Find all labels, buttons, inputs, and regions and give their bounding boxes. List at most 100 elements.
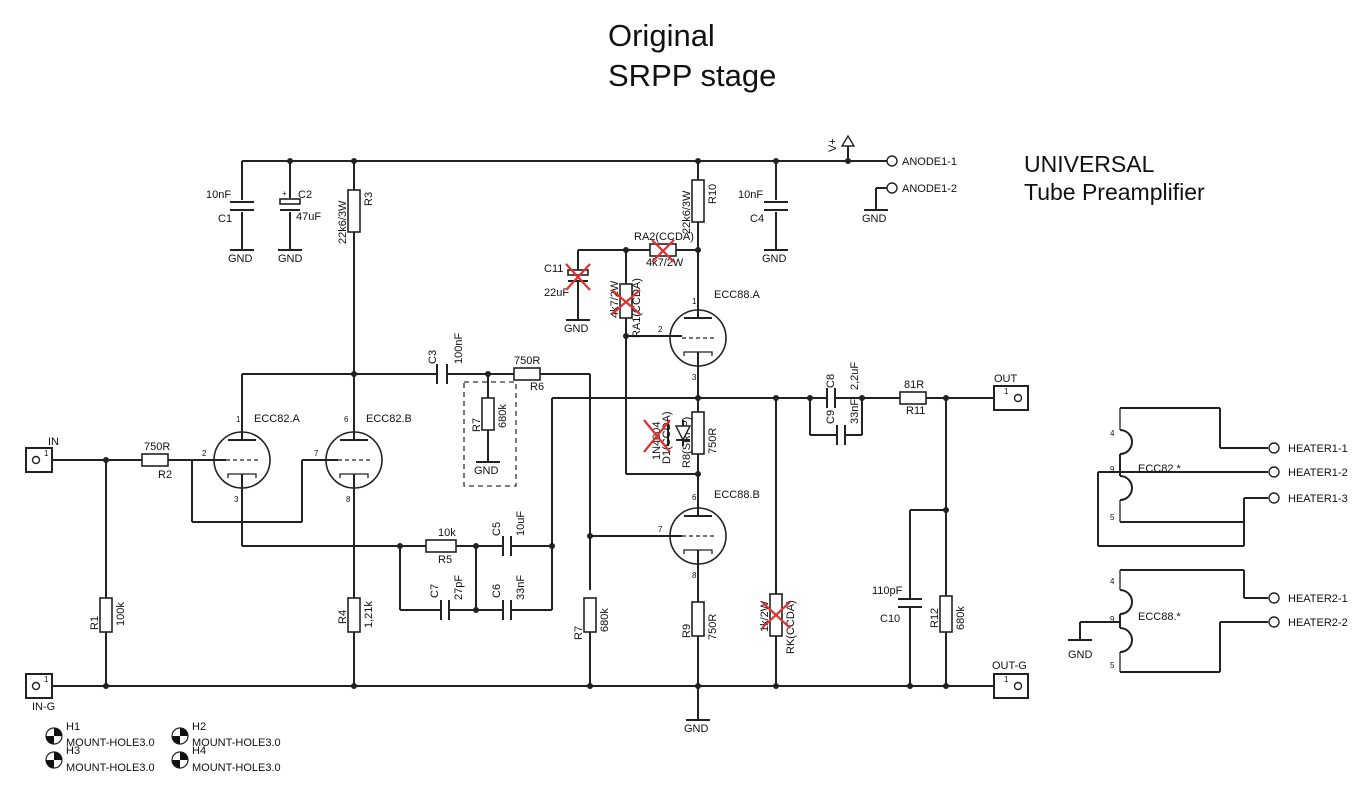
svg-text:RA2(CCDA): RA2(CCDA): [634, 231, 694, 243]
svg-text:R10: R10: [707, 184, 719, 204]
svg-text:1: 1: [692, 297, 697, 306]
svg-text:81R: 81R: [904, 379, 924, 391]
svg-text:C3: C3: [427, 350, 439, 364]
svg-text:9: 9: [1110, 615, 1115, 624]
svg-text:5: 5: [1110, 513, 1115, 522]
svg-text:ECC82.*: ECC82.*: [1138, 463, 1182, 475]
svg-text:R12: R12: [929, 608, 941, 628]
svg-text:C10: C10: [880, 613, 900, 625]
svg-text:C4: C4: [750, 213, 764, 225]
junctions: [103, 158, 949, 689]
svg-text:IN-G: IN-G: [32, 701, 55, 713]
capacitor-c5: C5 10uF: [491, 511, 527, 556]
svg-text:8: 8: [346, 495, 351, 504]
svg-text:3: 3: [692, 373, 697, 382]
svg-text:ECC88.A: ECC88.A: [714, 289, 761, 301]
svg-text:6: 6: [344, 415, 349, 424]
svg-text:4: 4: [1110, 577, 1115, 586]
svg-text:RK(CCDA): RK(CCDA): [785, 600, 797, 654]
svg-text:MOUNT-HOLE3.0: MOUNT-HOLE3.0: [66, 737, 155, 749]
gnd-c1-label: GND: [228, 253, 253, 265]
mount-hole-h1: H1 MOUNT-HOLE3.0: [45, 721, 155, 749]
terminal-in: 1 IN: [25, 436, 59, 473]
resistor-r3: 22k6/3W R3: [337, 189, 375, 244]
resistor-ra1: 4k7/2W RA1(CCDA): [609, 278, 643, 338]
resistor-r5: 10k R5: [425, 527, 457, 566]
resistor-r7: R7 680k: [573, 597, 611, 640]
resistor-rk: 1k/2W RK(CCDA): [759, 593, 797, 654]
svg-text:R6: R6: [530, 381, 544, 393]
svg-text:9: 9: [1110, 465, 1115, 474]
mount-hole-h4: H4 MOUNT-HOLE3.0: [171, 745, 281, 774]
svg-text:7: 7: [658, 525, 663, 534]
svg-text:750R: 750R: [514, 355, 540, 367]
svg-text:680k: 680k: [599, 608, 611, 632]
svg-text:C7: C7: [429, 584, 441, 598]
svg-text:ANODE1-1: ANODE1-1: [902, 156, 957, 168]
svg-text:H2: H2: [192, 721, 206, 733]
svg-text:C5: C5: [491, 522, 503, 536]
svg-text:ECC88.*: ECC88.*: [1138, 611, 1182, 623]
svg-text:ECC82.B: ECC82.B: [366, 413, 412, 425]
tube-ecc88b: 6 7 8 ECC88.B: [658, 489, 760, 580]
svg-text:OUT-G: OUT-G: [992, 660, 1027, 672]
gnd-anode-label: GND: [862, 213, 887, 225]
svg-text:1: 1: [1004, 675, 1009, 684]
svg-text:1: 1: [44, 675, 49, 684]
pad-heater2-1: HEATER2-1: [1268, 592, 1348, 605]
resistor-r9: R9 750R: [681, 601, 719, 640]
svg-text:R7: R7: [573, 626, 585, 640]
svg-text:1,21k: 1,21k: [363, 601, 375, 628]
subtitle-line1: UNIVERSAL: [1024, 151, 1155, 177]
svg-text:110pF: 110pF: [872, 585, 903, 597]
gnd-symbols: [230, 209, 1092, 721]
svg-text:H4: H4: [192, 745, 206, 757]
svg-text:680k: 680k: [497, 404, 509, 428]
svg-text:10nF: 10nF: [738, 189, 763, 201]
wires: [52, 140, 1268, 720]
svg-text:33nF: 33nF: [849, 399, 861, 424]
svg-text:H3: H3: [66, 745, 80, 757]
gnd-c4-label: GND: [762, 253, 787, 265]
svg-text:C2: C2: [298, 189, 312, 201]
svg-text:IN: IN: [48, 436, 59, 448]
resistor-ra2: RA2(CCDA) 4k7/2W: [634, 231, 694, 269]
svg-text:7: 7: [314, 449, 319, 458]
svg-text:2,2uF: 2,2uF: [849, 362, 861, 390]
svg-text:R11: R11: [906, 405, 925, 417]
tube-ecc82a: 1 2 3 ECC82.A: [202, 413, 301, 504]
mount-hole-h3: H3 MOUNT-HOLE3.0: [45, 745, 155, 774]
svg-text:100k: 100k: [115, 602, 127, 626]
svg-text:27pF: 27pF: [453, 575, 465, 600]
gnd-c2-label: GND: [278, 253, 303, 265]
svg-text:10uF: 10uF: [515, 511, 527, 536]
svg-text:750R: 750R: [707, 428, 719, 454]
svg-text:RA1(CCDA): RA1(CCDA): [631, 278, 643, 338]
gnd-main-label: GND: [684, 723, 709, 735]
resistor-r4: R4 1,21k: [337, 597, 375, 633]
capacitor-c6: C6 33nF: [491, 575, 527, 620]
svg-text:R7: R7: [471, 418, 483, 432]
pad-heater1-3: HEATER1-3: [1268, 492, 1348, 505]
svg-text:8: 8: [692, 571, 697, 580]
capacitor-c9: C9 33nF: [825, 399, 861, 445]
svg-text:750R: 750R: [707, 614, 719, 640]
svg-text:ANODE1-2: ANODE1-2: [902, 183, 957, 195]
capacitor-c11: C11 22uF: [544, 263, 591, 299]
mount-hole-h2: H2 MOUNT-HOLE3.0: [171, 721, 281, 749]
svg-text:MOUNT-HOLE3.0: MOUNT-HOLE3.0: [192, 762, 281, 774]
title-line2: SRPP stage: [608, 58, 776, 93]
svg-text:HEATER1-1: HEATER1-1: [1288, 443, 1348, 455]
vplus-symbol: V+: [827, 134, 856, 152]
resistor-r12: R12 680k: [929, 595, 967, 633]
svg-text:D1(CCDA): D1(CCDA): [661, 411, 673, 464]
svg-text:C11: C11: [544, 263, 563, 275]
svg-text:C1: C1: [218, 213, 232, 225]
svg-text:R4: R4: [337, 610, 349, 624]
capacitor-c1: 10nF C1: [206, 189, 254, 225]
diode-d1: 1N4004 D1(CCDA): [643, 411, 692, 464]
terminal-in-g: 1 IN-G: [25, 673, 55, 713]
heater-ecc82: 4 9 5 ECC82.*: [1110, 429, 1182, 522]
svg-text:H1: H1: [66, 721, 80, 733]
